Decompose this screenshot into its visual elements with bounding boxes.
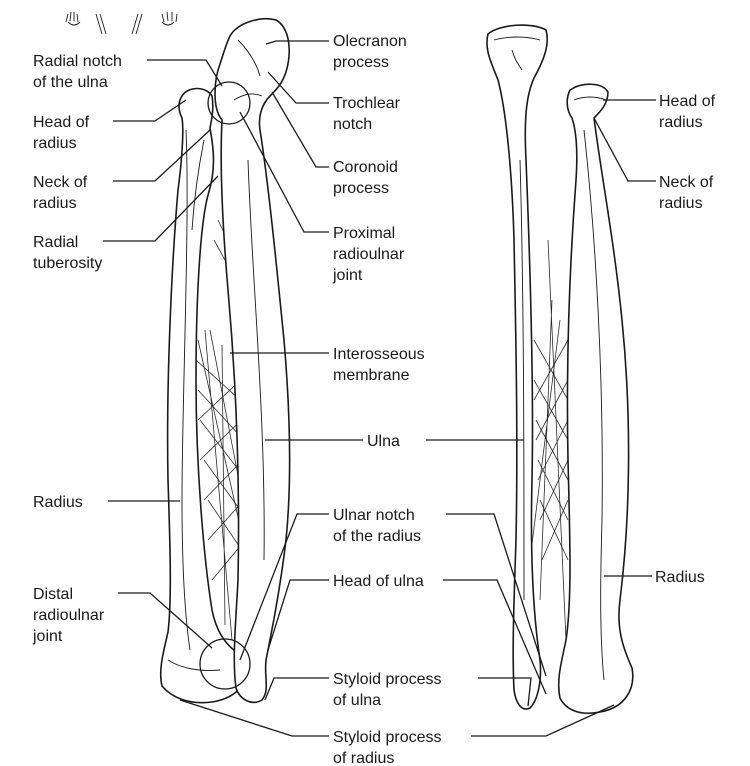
label-trochlear-notch: Trochlear notch	[333, 95, 401, 133]
label-interosseous-membrane: Interosseous membrane	[333, 346, 425, 384]
labels: Radial notch of the ulna Head of radius Ne…	[32, 33, 716, 766]
label-line: radius	[33, 135, 77, 152]
leader-lines	[103, 40, 656, 737]
label-radius-right: Radius	[655, 569, 705, 586]
label-line: radioulnar	[33, 607, 105, 624]
label-line: Radius	[33, 494, 83, 511]
label-neck-of-radius-right: Neck of radius	[659, 174, 714, 212]
label-line: radius	[33, 195, 77, 212]
label-line: radius	[659, 195, 703, 212]
label-line: Interosseous	[333, 346, 425, 363]
label-line: Distal	[33, 586, 73, 603]
label-distal-radioulnar-joint: Distal radioulnar joint	[32, 586, 105, 645]
label-line: joint	[332, 267, 363, 284]
label-line: of the ulna	[33, 74, 108, 91]
label-line: process	[333, 54, 389, 71]
label-line: Ulna	[367, 433, 400, 450]
ulna-bone-right	[486, 24, 549, 710]
anterior-view	[159, 18, 291, 704]
label-ulnar-notch-radius: Ulnar notch of the radius	[333, 507, 421, 545]
label-line: Head of ulna	[333, 573, 424, 590]
label-line: Radial notch	[33, 53, 122, 70]
label-line: Radius	[655, 569, 705, 586]
label-line: Styloid process	[333, 671, 442, 688]
distal-joint-circle	[199, 638, 251, 690]
label-radial-tuberosity: Radial tuberosity	[33, 234, 102, 272]
interosseous-membrane-right	[529, 239, 569, 641]
label-line: of radius	[333, 750, 394, 766]
proximal-joint-circle	[207, 81, 251, 125]
label-radius-left: Radius	[33, 494, 83, 511]
label-styloid-process-ulna: Styloid process of ulna	[333, 671, 442, 709]
label-line: membrane	[333, 367, 410, 384]
ulna-bone-left	[214, 18, 291, 704]
label-line: Trochlear	[333, 95, 401, 112]
posterior-view	[486, 24, 634, 714]
label-line: Neck of	[33, 174, 88, 191]
label-head-of-ulna: Head of ulna	[333, 573, 424, 590]
label-line: of the radius	[333, 528, 421, 545]
label-styloid-process-radius: Styloid process of radius	[333, 729, 442, 766]
radius-bone-right	[557, 83, 634, 714]
label-line: Head of	[659, 93, 716, 110]
orientation-hands-icon	[65, 11, 178, 35]
label-line: notch	[333, 116, 372, 133]
label-proximal-radioulnar-joint: Proximal radioulnar joint	[332, 225, 405, 284]
label-line: radioulnar	[333, 246, 405, 263]
label-line: Neck of	[659, 174, 714, 191]
label-line: process	[333, 180, 389, 197]
label-line: Olecranon	[333, 33, 407, 50]
label-line: radius	[659, 114, 703, 131]
label-head-of-radius-left: Head of radius	[33, 114, 90, 152]
label-radial-notch-ulna: Radial notch of the ulna	[33, 53, 122, 91]
label-line: Ulnar notch	[333, 507, 415, 524]
label-neck-of-radius-left: Neck of radius	[33, 174, 88, 212]
label-line: Radial	[33, 234, 78, 251]
label-coronoid-process: Coronoid process	[333, 159, 398, 197]
label-head-of-radius-right: Head of radius	[659, 93, 716, 131]
label-line: Proximal	[333, 225, 395, 242]
label-line: of ulna	[333, 692, 381, 709]
label-line: joint	[32, 628, 63, 645]
label-line: Coronoid	[333, 159, 398, 176]
label-olecranon-process: Olecranon process	[333, 33, 407, 71]
label-ulna: Ulna	[367, 433, 400, 450]
label-line: Styloid process	[333, 729, 442, 746]
label-line: Head of	[33, 114, 90, 131]
label-line: tuberosity	[33, 255, 102, 272]
